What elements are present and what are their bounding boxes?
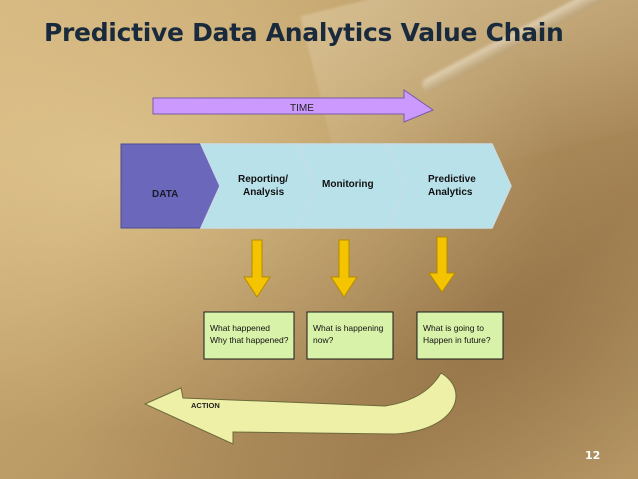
question-boxes: What happened Why that happened? What is… <box>203 311 504 360</box>
down-arrow-1 <box>243 239 271 298</box>
question-box-2 <box>306 311 394 360</box>
question-box-1-line2: Why that happened? <box>210 335 289 345</box>
question-box-3-line2: Happen in future? <box>423 335 491 345</box>
time-arrow: TIME <box>152 89 435 123</box>
chain-label-predictive-line1: Predictive <box>428 174 476 185</box>
chain-label-reporting-line1: Reporting/ <box>238 174 288 185</box>
question-box-2-line1: What is happening <box>313 323 384 333</box>
question-box-3 <box>416 311 504 360</box>
chain-label-data: DATA <box>152 189 178 200</box>
action-arrow: ACTION <box>143 372 457 445</box>
chain-label-monitoring: Monitoring <box>322 179 374 190</box>
question-box-3-line1: What is going to <box>423 323 484 333</box>
time-arrow-label: TIME <box>290 103 314 114</box>
time-arrow-shape <box>152 89 435 123</box>
down-arrow-3 <box>428 236 456 293</box>
down-arrow-2 <box>330 239 358 298</box>
chain-label-predictive-line2: Analytics <box>428 187 473 198</box>
chain-segment-predictive <box>385 143 512 229</box>
down-arrows <box>243 236 456 298</box>
question-box-1 <box>203 311 295 360</box>
question-box-1-line1: What happened <box>210 323 270 333</box>
chain-segment-data <box>120 143 221 229</box>
slide-title: Predictive Data Analytics Value Chain <box>44 18 564 47</box>
slide-page-number: 12 <box>585 449 601 462</box>
action-arrow-label: ACTION <box>191 401 220 410</box>
chain-label-reporting-line2: Analysis <box>243 187 285 198</box>
value-chain: DATA Reporting/ Analysis Monitoring Pred… <box>120 143 512 229</box>
question-box-2-line2: now? <box>313 335 334 345</box>
action-arrow-shape <box>143 372 457 445</box>
